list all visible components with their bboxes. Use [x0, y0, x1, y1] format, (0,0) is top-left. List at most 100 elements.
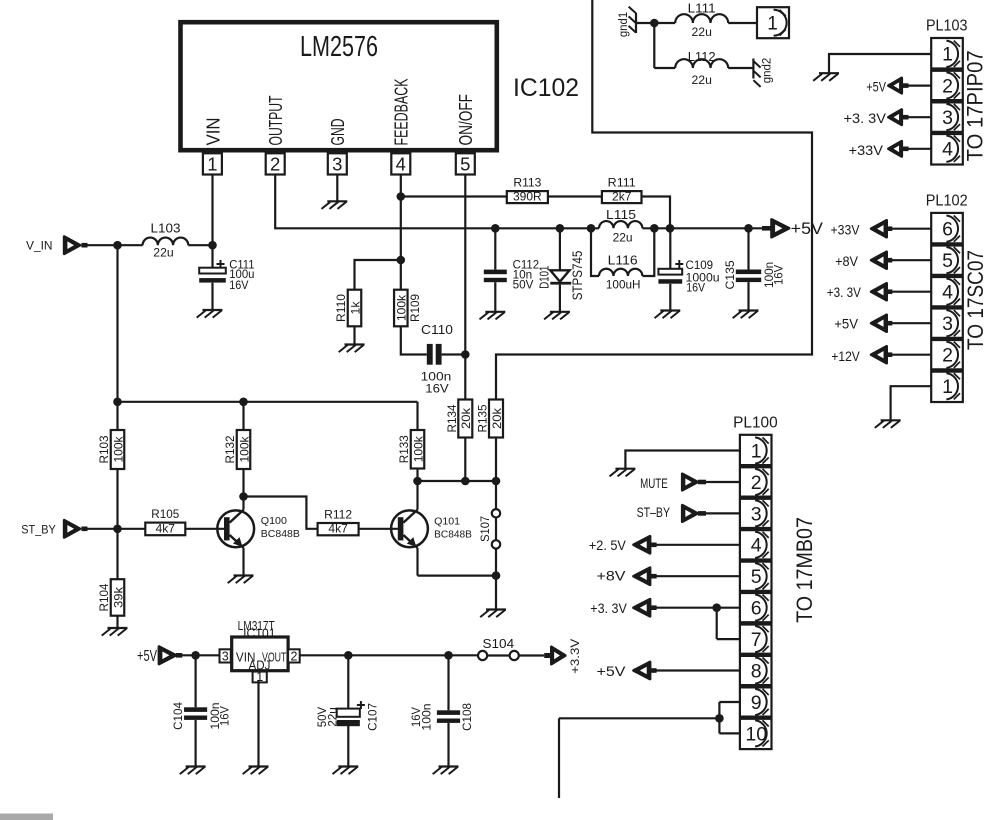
- svg-text:ADJ: ADJ: [249, 659, 271, 673]
- svg-text:2: 2: [942, 75, 953, 97]
- svg-text:5: 5: [460, 154, 470, 175]
- svg-text:1: 1: [942, 44, 953, 66]
- svg-text:C111: C111: [229, 259, 254, 271]
- svg-text:50V: 50V: [513, 280, 534, 292]
- svg-text:4k7: 4k7: [156, 522, 176, 536]
- svg-text:100n: 100n: [764, 262, 776, 288]
- svg-text:BC848B: BC848B: [261, 529, 300, 540]
- svg-text:6: 6: [942, 219, 953, 241]
- svg-text:S107: S107: [478, 516, 492, 542]
- svg-text:22u: 22u: [613, 230, 633, 244]
- svg-text:+3.3V: +3.3V: [568, 638, 582, 674]
- svg-text:VIN: VIN: [236, 650, 256, 664]
- svg-text:5: 5: [751, 566, 762, 588]
- svg-text:gnd1: gnd1: [616, 12, 630, 37]
- svg-text:GND: GND: [327, 119, 348, 146]
- svg-text:20k: 20k: [490, 407, 504, 429]
- svg-text:4: 4: [942, 282, 953, 304]
- svg-text:+3. 3V: +3. 3V: [827, 285, 862, 301]
- svg-text:1: 1: [751, 440, 762, 462]
- svg-text:R103: R103: [99, 436, 111, 464]
- svg-text:3: 3: [942, 107, 953, 129]
- svg-text:20k: 20k: [459, 407, 473, 429]
- svg-text:R110: R110: [336, 294, 348, 322]
- svg-text:+33V: +33V: [849, 142, 884, 158]
- svg-text:4: 4: [396, 154, 406, 175]
- svg-text:MUTE: MUTE: [640, 476, 668, 492]
- svg-text:D101: D101: [537, 266, 551, 289]
- svg-text:1: 1: [207, 154, 217, 175]
- svg-text:+2. 5V: +2. 5V: [589, 538, 626, 554]
- svg-text:LM317T: LM317T: [238, 618, 275, 633]
- svg-text:C109: C109: [686, 260, 714, 272]
- svg-text:IC101: IC101: [243, 625, 275, 640]
- svg-text:ON/OFF: ON/OFF: [455, 94, 476, 146]
- svg-text:C107: C107: [368, 703, 380, 731]
- svg-text:R109: R109: [410, 294, 422, 322]
- svg-text:R132: R132: [225, 436, 237, 464]
- svg-text:+8V: +8V: [835, 254, 858, 270]
- svg-text:16V: 16V: [220, 706, 232, 726]
- svg-text:R105: R105: [151, 509, 179, 521]
- svg-text:8: 8: [751, 660, 762, 682]
- svg-text:4: 4: [751, 535, 762, 557]
- svg-text:9: 9: [751, 692, 762, 714]
- svg-text:100k: 100k: [395, 294, 409, 321]
- svg-text:PL100: PL100: [733, 414, 778, 431]
- svg-text:+5V: +5V: [791, 219, 823, 238]
- svg-text:S104: S104: [483, 637, 515, 651]
- svg-text:16V: 16V: [229, 280, 249, 292]
- svg-text:PL103: PL103: [926, 18, 968, 35]
- svg-text:R104: R104: [99, 583, 111, 612]
- svg-text:R112: R112: [324, 510, 352, 522]
- svg-text:FEEDBACK: FEEDBACK: [391, 78, 412, 145]
- svg-text:5: 5: [942, 250, 953, 272]
- svg-text:+5V: +5V: [137, 648, 157, 665]
- svg-text:100u: 100u: [229, 269, 254, 281]
- svg-text:100k: 100k: [237, 435, 251, 462]
- svg-text:16V: 16V: [774, 264, 786, 285]
- svg-text:22u: 22u: [692, 25, 712, 39]
- svg-text:100k: 100k: [411, 435, 425, 462]
- svg-text:C104: C104: [173, 701, 185, 730]
- svg-text:TO 17MB07: TO 17MB07: [792, 517, 817, 623]
- svg-text:R111: R111: [608, 178, 636, 190]
- svg-text:16V: 16V: [411, 707, 423, 727]
- svg-text:3: 3: [332, 154, 342, 175]
- svg-text:100k: 100k: [111, 435, 125, 462]
- svg-text:2k7: 2k7: [612, 190, 632, 204]
- svg-text:VIN: VIN: [202, 118, 223, 146]
- svg-text:C112: C112: [513, 259, 540, 271]
- svg-text:390R: 390R: [513, 190, 542, 204]
- svg-text:TO 17SC07: TO 17SC07: [963, 250, 988, 350]
- svg-text:+3. 3V: +3. 3V: [844, 110, 887, 126]
- svg-text:L112: L112: [688, 49, 716, 64]
- svg-text:Q101: Q101: [434, 517, 460, 528]
- svg-text:R134: R134: [447, 404, 459, 433]
- svg-text:3: 3: [222, 650, 229, 664]
- svg-text:1: 1: [942, 376, 953, 398]
- svg-text:100n: 100n: [210, 702, 222, 729]
- svg-text:39k: 39k: [111, 586, 125, 608]
- svg-text:LM2576: LM2576: [300, 31, 378, 63]
- svg-text:+8V: +8V: [597, 568, 627, 584]
- svg-text:22u: 22u: [328, 707, 340, 727]
- svg-text:10: 10: [745, 723, 767, 745]
- svg-text:+5V: +5V: [597, 664, 627, 680]
- svg-text:1k: 1k: [348, 300, 362, 314]
- svg-text:+5V: +5V: [834, 317, 858, 333]
- svg-text:BC848B: BC848B: [434, 530, 472, 541]
- svg-text:C110: C110: [421, 322, 453, 337]
- svg-text:VOUT: VOUT: [262, 650, 287, 664]
- svg-text:6: 6: [751, 598, 762, 620]
- svg-text:L116: L116: [608, 252, 638, 267]
- svg-text:2: 2: [751, 472, 762, 494]
- svg-text:PL102: PL102: [926, 192, 968, 209]
- svg-text:L115: L115: [606, 207, 636, 222]
- svg-text:+5V: +5V: [866, 79, 886, 95]
- svg-text:ST_BY: ST_BY: [21, 525, 56, 537]
- svg-text:TO 17PIP07: TO 17PIP07: [963, 50, 988, 161]
- svg-text:2: 2: [942, 345, 953, 367]
- svg-text:16V: 16V: [686, 283, 705, 295]
- svg-text:V_IN: V_IN: [26, 239, 53, 253]
